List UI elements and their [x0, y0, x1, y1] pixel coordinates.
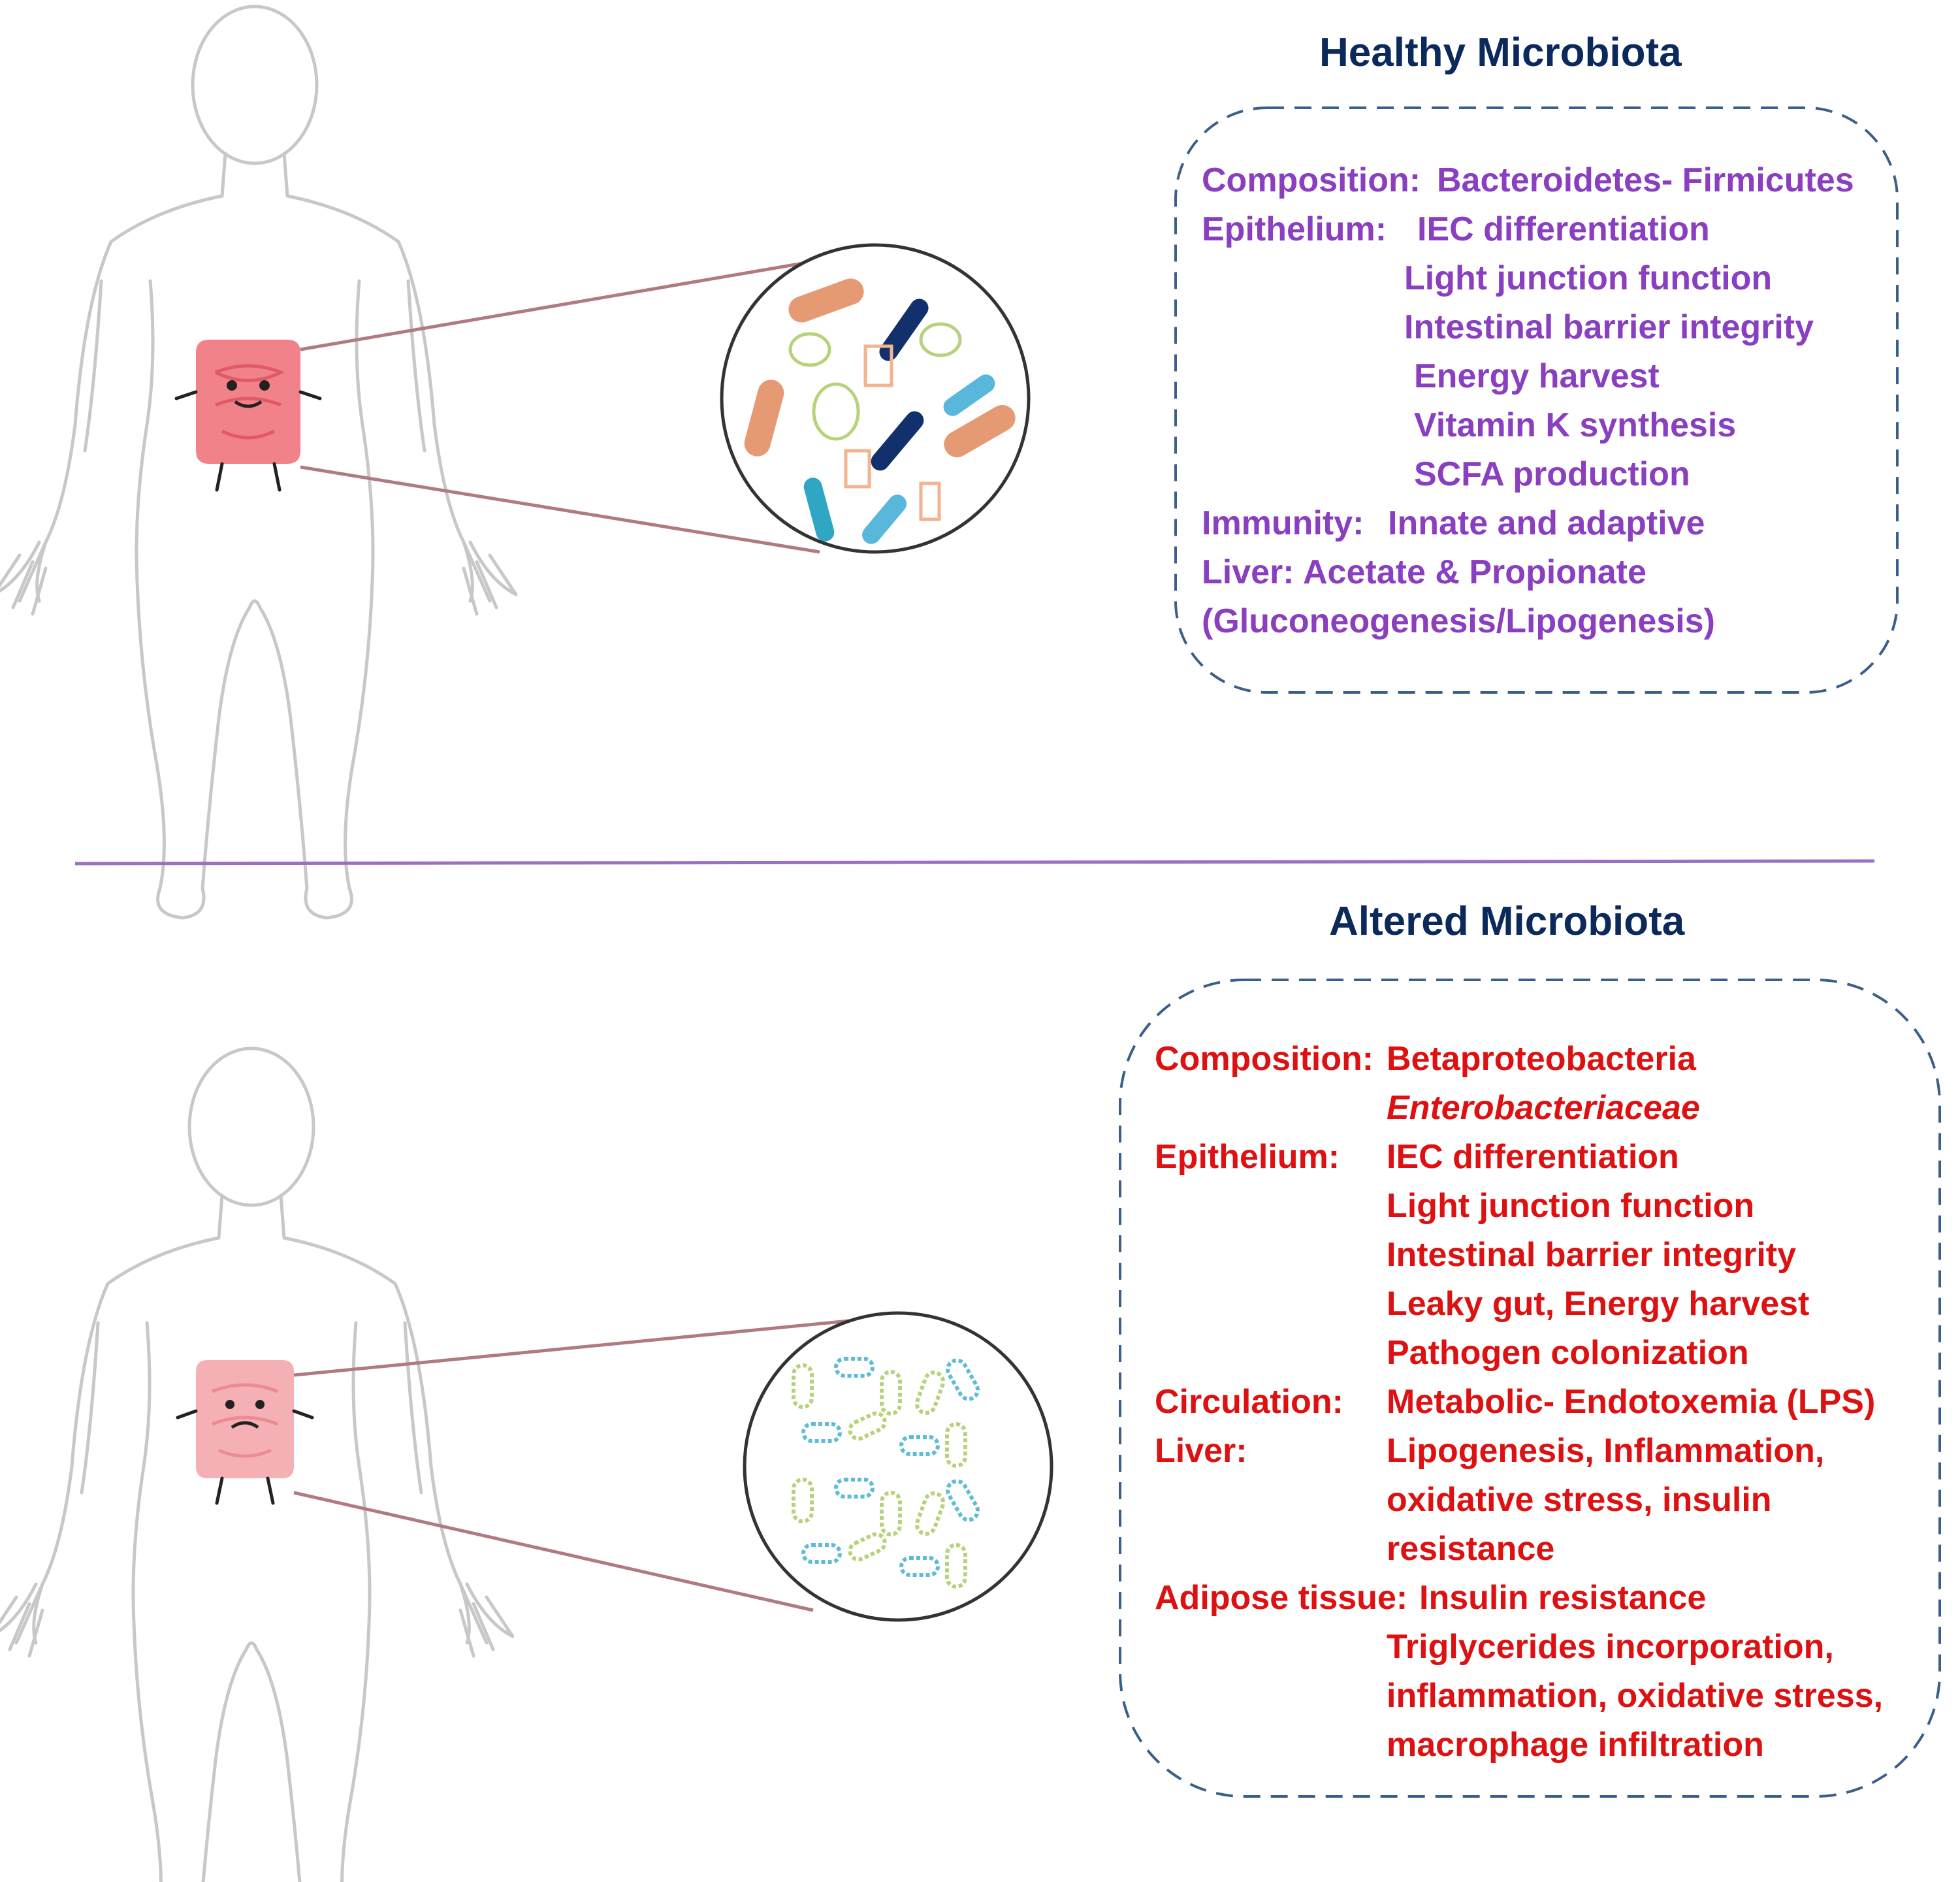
bacteria-icon [792, 1357, 980, 1589]
healthy-title: Healthy Microbiota [1319, 30, 1682, 75]
connector-lines-healthy [300, 253, 853, 554]
altered-info-box: Composition:Betaproteobacteria Enterobac… [1155, 1040, 1884, 1764]
altered-title: Altered Microbiota [1329, 899, 1685, 944]
panel-divider [74, 859, 1875, 866]
gut-character-sad-icon [176, 1360, 314, 1505]
bacteria-icon [744, 278, 1016, 544]
magnifier-circle-altered-icon [743, 1311, 1053, 1622]
info-box-frame-altered [1119, 979, 1941, 1798]
connector-lines-altered [293, 1318, 863, 1612]
healthy-info-box: Composition:Bacteroidetes- Firmicutes Ep… [1202, 161, 1854, 640]
gut-character-happy-icon [174, 340, 322, 492]
magnifier-circle-healthy-icon [720, 243, 1031, 554]
info-box-frame-healthy [1174, 106, 1899, 694]
